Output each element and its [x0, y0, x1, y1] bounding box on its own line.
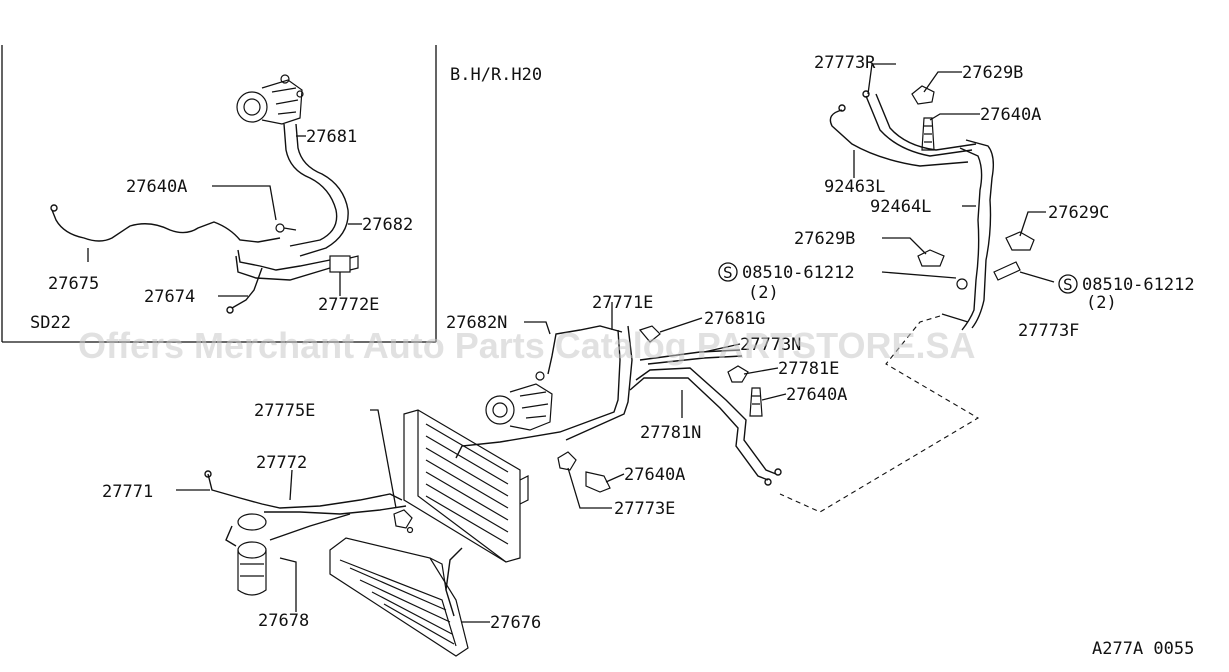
- inset-variant-label: B.H/R.H20: [450, 65, 542, 85]
- label-27773R: 27773R: [814, 53, 876, 73]
- receiver-drier: [237, 513, 267, 596]
- s-symbol-right-text: S: [1063, 275, 1073, 294]
- label-27640A-inset: 27640A: [126, 177, 187, 197]
- inset-engine-label: SD22: [30, 313, 71, 333]
- fan-shroud: [329, 537, 469, 657]
- clip-27629C: [1005, 231, 1035, 251]
- screw-left: [956, 278, 968, 290]
- label-27678: 27678: [258, 611, 309, 631]
- watermark: Offers Merchant Auto Parts Catalog PARTS…: [78, 325, 975, 366]
- condenser: [403, 409, 529, 563]
- label-27674: 27674: [144, 287, 195, 307]
- bolt-27640A-main: [749, 387, 763, 417]
- label-screw-right: 08510-61212: [1082, 275, 1195, 295]
- drawing-code: A277A 0055: [1092, 639, 1194, 659]
- label-27675: 27675: [48, 274, 99, 294]
- s-symbol-left: S: [718, 262, 738, 282]
- label-27681G: 27681G: [704, 309, 765, 329]
- label-92463L: 92463L: [824, 177, 885, 197]
- label-screw-right-qty: (2): [1086, 293, 1117, 313]
- clip-27629B-mid: [917, 249, 945, 267]
- inset-hoses: [50, 123, 349, 314]
- dashed-connector: [779, 315, 980, 513]
- label-27781E: 27781E: [778, 359, 839, 379]
- s-symbol-left-text: S: [723, 263, 733, 282]
- label-27640A-low: 27640A: [624, 465, 685, 485]
- label-27682N: 27682N: [446, 313, 507, 333]
- label-27682: 27682: [362, 215, 413, 235]
- screw-right: [993, 261, 1021, 281]
- label-27681: 27681: [306, 127, 357, 147]
- label-27773N: 27773N: [740, 335, 801, 355]
- upper-right-leaders: [853, 63, 1055, 323]
- label-92464L: 92464L: [870, 197, 931, 217]
- label-screw-left-qty: (2): [748, 283, 779, 303]
- main-clips: [557, 325, 749, 471]
- label-27781N: 27781N: [640, 423, 701, 443]
- label-27772E: 27772E: [318, 295, 379, 315]
- clip-27629B-top: [911, 85, 935, 105]
- label-27629B-top: 27629B: [962, 63, 1023, 83]
- main-leaders: [176, 302, 787, 623]
- bolt-27640A-low: [585, 471, 611, 493]
- label-27772: 27772: [256, 453, 307, 473]
- inset-frame: [1, 45, 437, 343]
- s-symbol-right: S: [1058, 274, 1078, 294]
- pipe-fitting-27775E: [393, 509, 414, 534]
- label-screw-left: 08510-61212: [742, 263, 855, 283]
- label-27775E: 27775E: [254, 401, 315, 421]
- inset-compressor: [236, 74, 304, 125]
- main-compressor: [485, 371, 553, 431]
- label-27771: 27771: [102, 482, 153, 502]
- upper-right-pipes: [829, 90, 995, 331]
- bolt-27640A-top: [921, 117, 935, 151]
- main-pipes: [455, 325, 782, 486]
- label-27676: 27676: [490, 613, 541, 633]
- inset-bolt: [275, 223, 297, 233]
- inset-bracket-27772E: [329, 255, 359, 273]
- label-27773E: 27773E: [614, 499, 675, 519]
- label-27640A-top: 27640A: [980, 105, 1041, 125]
- label-27629B-mid: 27629B: [794, 229, 855, 249]
- label-27629C: 27629C: [1048, 203, 1109, 223]
- label-27640A-main: 27640A: [786, 385, 847, 405]
- label-27773F: 27773F: [1018, 321, 1079, 341]
- lower-pipes: [204, 470, 463, 617]
- inset-leaders: [87, 135, 362, 297]
- label-27771E: 27771E: [592, 293, 653, 313]
